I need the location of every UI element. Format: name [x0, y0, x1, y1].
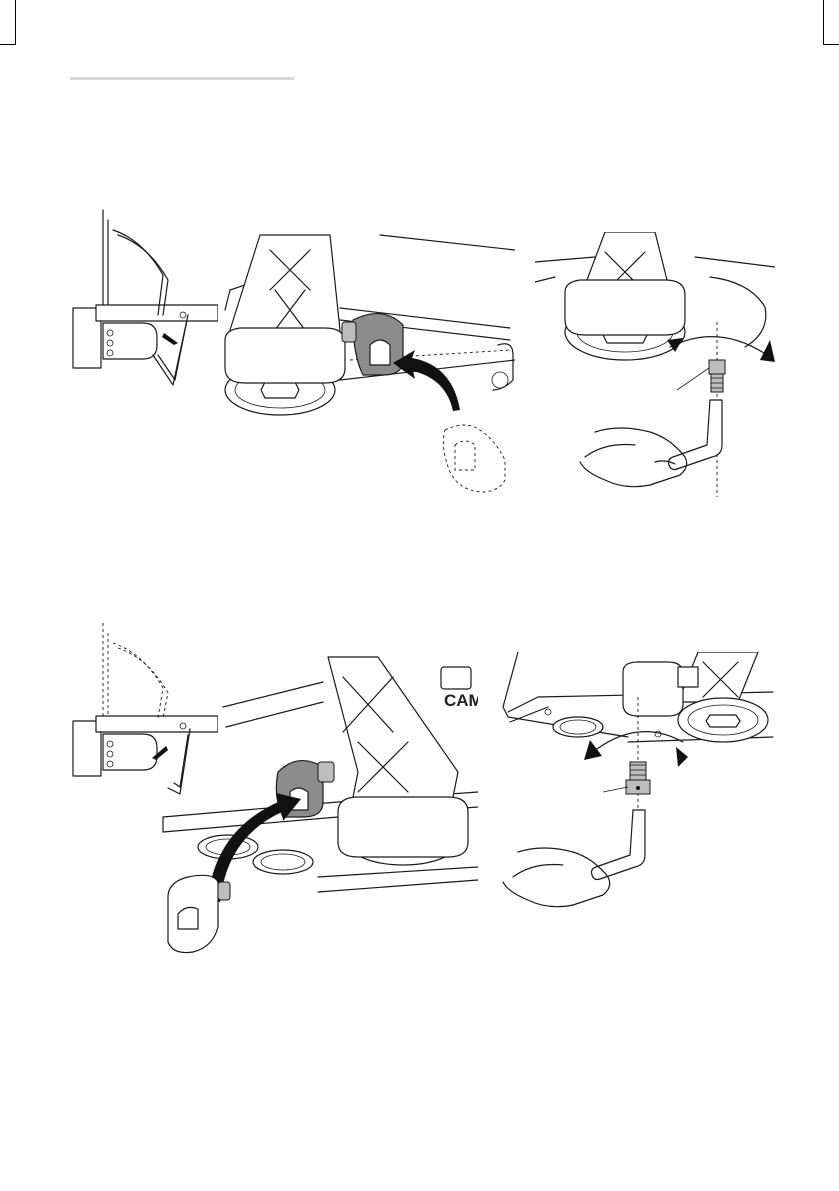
brand-logo: CAME	[444, 691, 478, 710]
bracket-insertion-illustration: CAME	[158, 652, 478, 957]
screw-tightening-illustration	[498, 652, 778, 922]
step2-bracket-insertion-panel: CAME	[158, 652, 478, 957]
step1-bracket-removal-panel	[220, 230, 515, 495]
step1-overview-panel	[68, 205, 218, 395]
gate-operator-overview-illustration	[68, 205, 218, 395]
bracket-removal-illustration	[220, 230, 515, 495]
came-logo-plate	[441, 667, 471, 689]
crop-mark-top-left	[0, 0, 16, 45]
step2-screw-tightening-panel	[498, 652, 778, 922]
screw-tightening-illustration	[535, 232, 775, 502]
step1-screw-tightening-panel	[535, 232, 775, 502]
header-rule	[70, 77, 294, 80]
crop-mark-top-right	[823, 0, 839, 45]
